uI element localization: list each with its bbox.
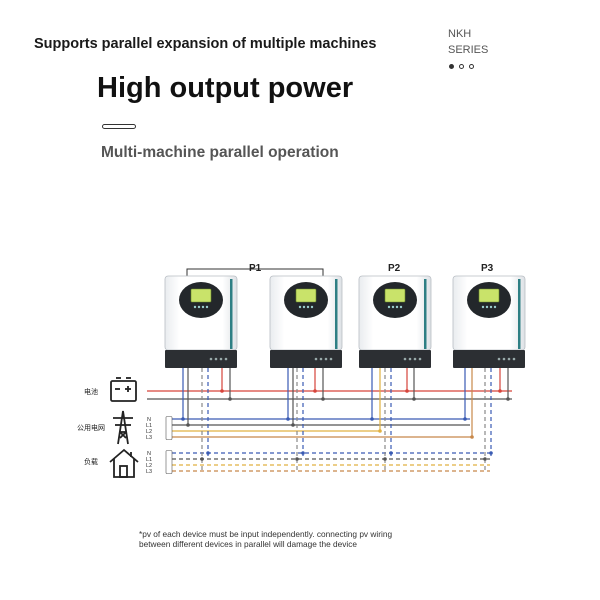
inverter-unit [358, 275, 432, 368]
footnote: *pv of each device must be input indepen… [139, 529, 392, 549]
footnote-line-2: between different devices in parallel wi… [139, 539, 357, 549]
inverter-unit [452, 275, 526, 368]
series-brand: NKH SERIES [448, 26, 488, 58]
inverter-units [164, 275, 526, 368]
load-phase-labels: N L1 L2 L3 [146, 451, 152, 475]
legend-load-label: 负载 [84, 457, 98, 466]
vertical-drops [181, 368, 510, 471]
group-bracket-p1 [186, 268, 324, 276]
footnote-line-1: *pv of each device must be input indepen… [139, 529, 393, 539]
legend-grid-label: 公用电网 [77, 423, 105, 432]
grid-phase-l2: L2 [146, 429, 152, 435]
subtitle: Multi-machine parallel operation [101, 144, 339, 161]
pill-decoration [102, 124, 136, 129]
inverter-unit [269, 275, 343, 368]
grid-bus [172, 418, 472, 438]
series-line-2: SERIES [448, 44, 489, 56]
series-dots [449, 64, 474, 69]
dot-empty [459, 64, 464, 69]
grid-phase-l3: L3 [146, 435, 152, 441]
terminal-blocks [165, 416, 173, 474]
load-phase-l2: L2 [146, 463, 152, 469]
lcd-screen [295, 288, 317, 303]
series-line-1: NKH [448, 28, 472, 40]
load-phase-n: N [147, 451, 151, 457]
group-label-p1: P1 [249, 263, 262, 274]
grid-phase-n: N [147, 417, 151, 423]
dot-empty [469, 64, 474, 69]
lcd-screen [190, 288, 212, 303]
group-label-p2: P2 [388, 263, 401, 274]
load-phase-l1: L1 [146, 457, 152, 463]
house-icon [109, 448, 139, 478]
dot-filled [449, 64, 454, 69]
headline: High output power [97, 72, 354, 104]
transmission-tower-icon [113, 410, 133, 445]
lcd-screen [384, 288, 406, 303]
load-bus [172, 452, 490, 472]
top-note: Supports parallel expansion of multiple … [34, 36, 377, 52]
grid-phase-l1: L1 [146, 423, 152, 429]
inverter-unit [164, 275, 238, 368]
group-label-p3: P3 [481, 263, 494, 274]
grid-phase-labels: N L1 L2 L3 [146, 417, 152, 441]
battery-icon [110, 377, 137, 402]
load-phase-l3: L3 [146, 469, 152, 475]
lcd-screen [478, 288, 500, 303]
legend-battery-label: 电池 [84, 387, 98, 396]
